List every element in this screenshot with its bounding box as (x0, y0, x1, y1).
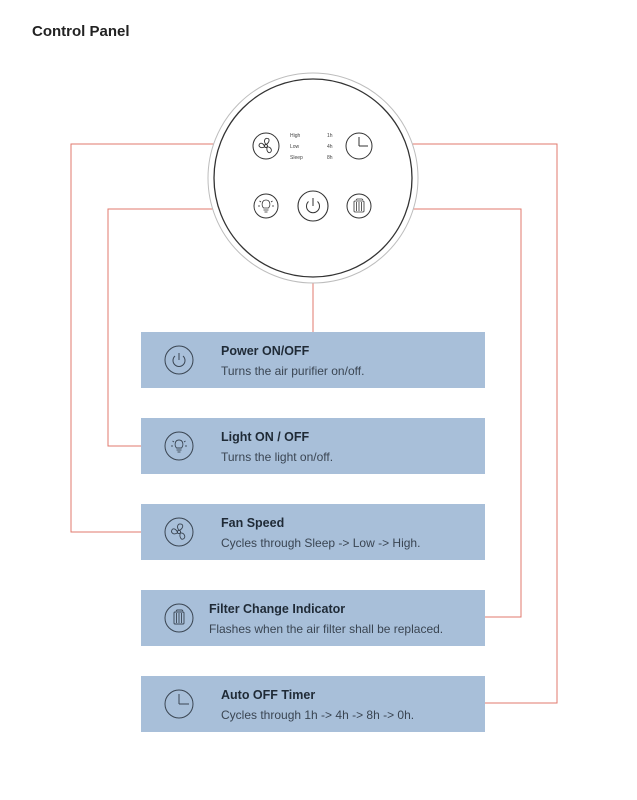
leader-line-fan (70, 143, 246, 533)
speed-labels: High Low Sleep (290, 133, 303, 161)
speed-label: Low (290, 144, 300, 150)
fan-icon (258, 137, 272, 154)
timer-icon (164, 689, 194, 719)
card-description: Flashes when the air filter shall be rep… (209, 622, 444, 636)
leader-line-filter (380, 208, 522, 618)
timer-label: 1h (327, 133, 333, 139)
card-title: Auto OFF Timer (221, 688, 316, 702)
light-bulb-icon (164, 431, 194, 461)
card-light: Light ON / OFF Turns the light on/off. (141, 418, 485, 474)
card-fan-speed: Fan Speed Cycles through Sleep -> Low ->… (141, 504, 485, 560)
card-title: Fan Speed (221, 516, 285, 530)
filter-icon (353, 198, 365, 213)
card-title: Light ON / OFF (221, 430, 310, 444)
timer-button[interactable] (345, 132, 373, 160)
card-title: Filter Change Indicator (209, 602, 346, 616)
leader-line-light (107, 208, 246, 447)
light-button[interactable] (253, 193, 279, 219)
light-bulb-icon (258, 199, 274, 213)
page-title: Control Panel (32, 23, 130, 40)
power-button[interactable] (297, 190, 329, 222)
leader-line-timer (380, 143, 558, 704)
fan-speed-button[interactable] (252, 132, 280, 160)
timer-labels: 1h 4h 8h (327, 133, 333, 161)
fan-icon (164, 517, 194, 547)
filter-button[interactable] (346, 193, 372, 219)
speed-label: High (290, 133, 301, 139)
leader-lines (70, 143, 558, 704)
power-icon (306, 198, 320, 214)
card-description: Turns the light on/off. (221, 450, 334, 464)
control-panel-dial (207, 72, 419, 284)
timer-icon (358, 137, 368, 147)
card-description: Cycles through Sleep -> Low -> High. (221, 536, 421, 550)
card-auto-off-timer: Auto OFF Timer Cycles through 1h -> 4h -… (141, 676, 485, 732)
power-icon (164, 345, 194, 375)
card-power: Power ON/OFF Turns the air purifier on/o… (141, 332, 485, 388)
speed-label: Sleep (290, 155, 303, 161)
card-filter-indicator: Filter Change Indicator Flashes when the… (141, 590, 485, 646)
card-title: Power ON/OFF (221, 344, 310, 358)
timer-label: 8h (327, 155, 333, 161)
card-description: Cycles through 1h -> 4h -> 8h -> 0h. (221, 708, 415, 722)
timer-label: 4h (327, 144, 333, 150)
filter-icon (164, 603, 194, 633)
card-description: Turns the air purifier on/off. (221, 364, 365, 378)
